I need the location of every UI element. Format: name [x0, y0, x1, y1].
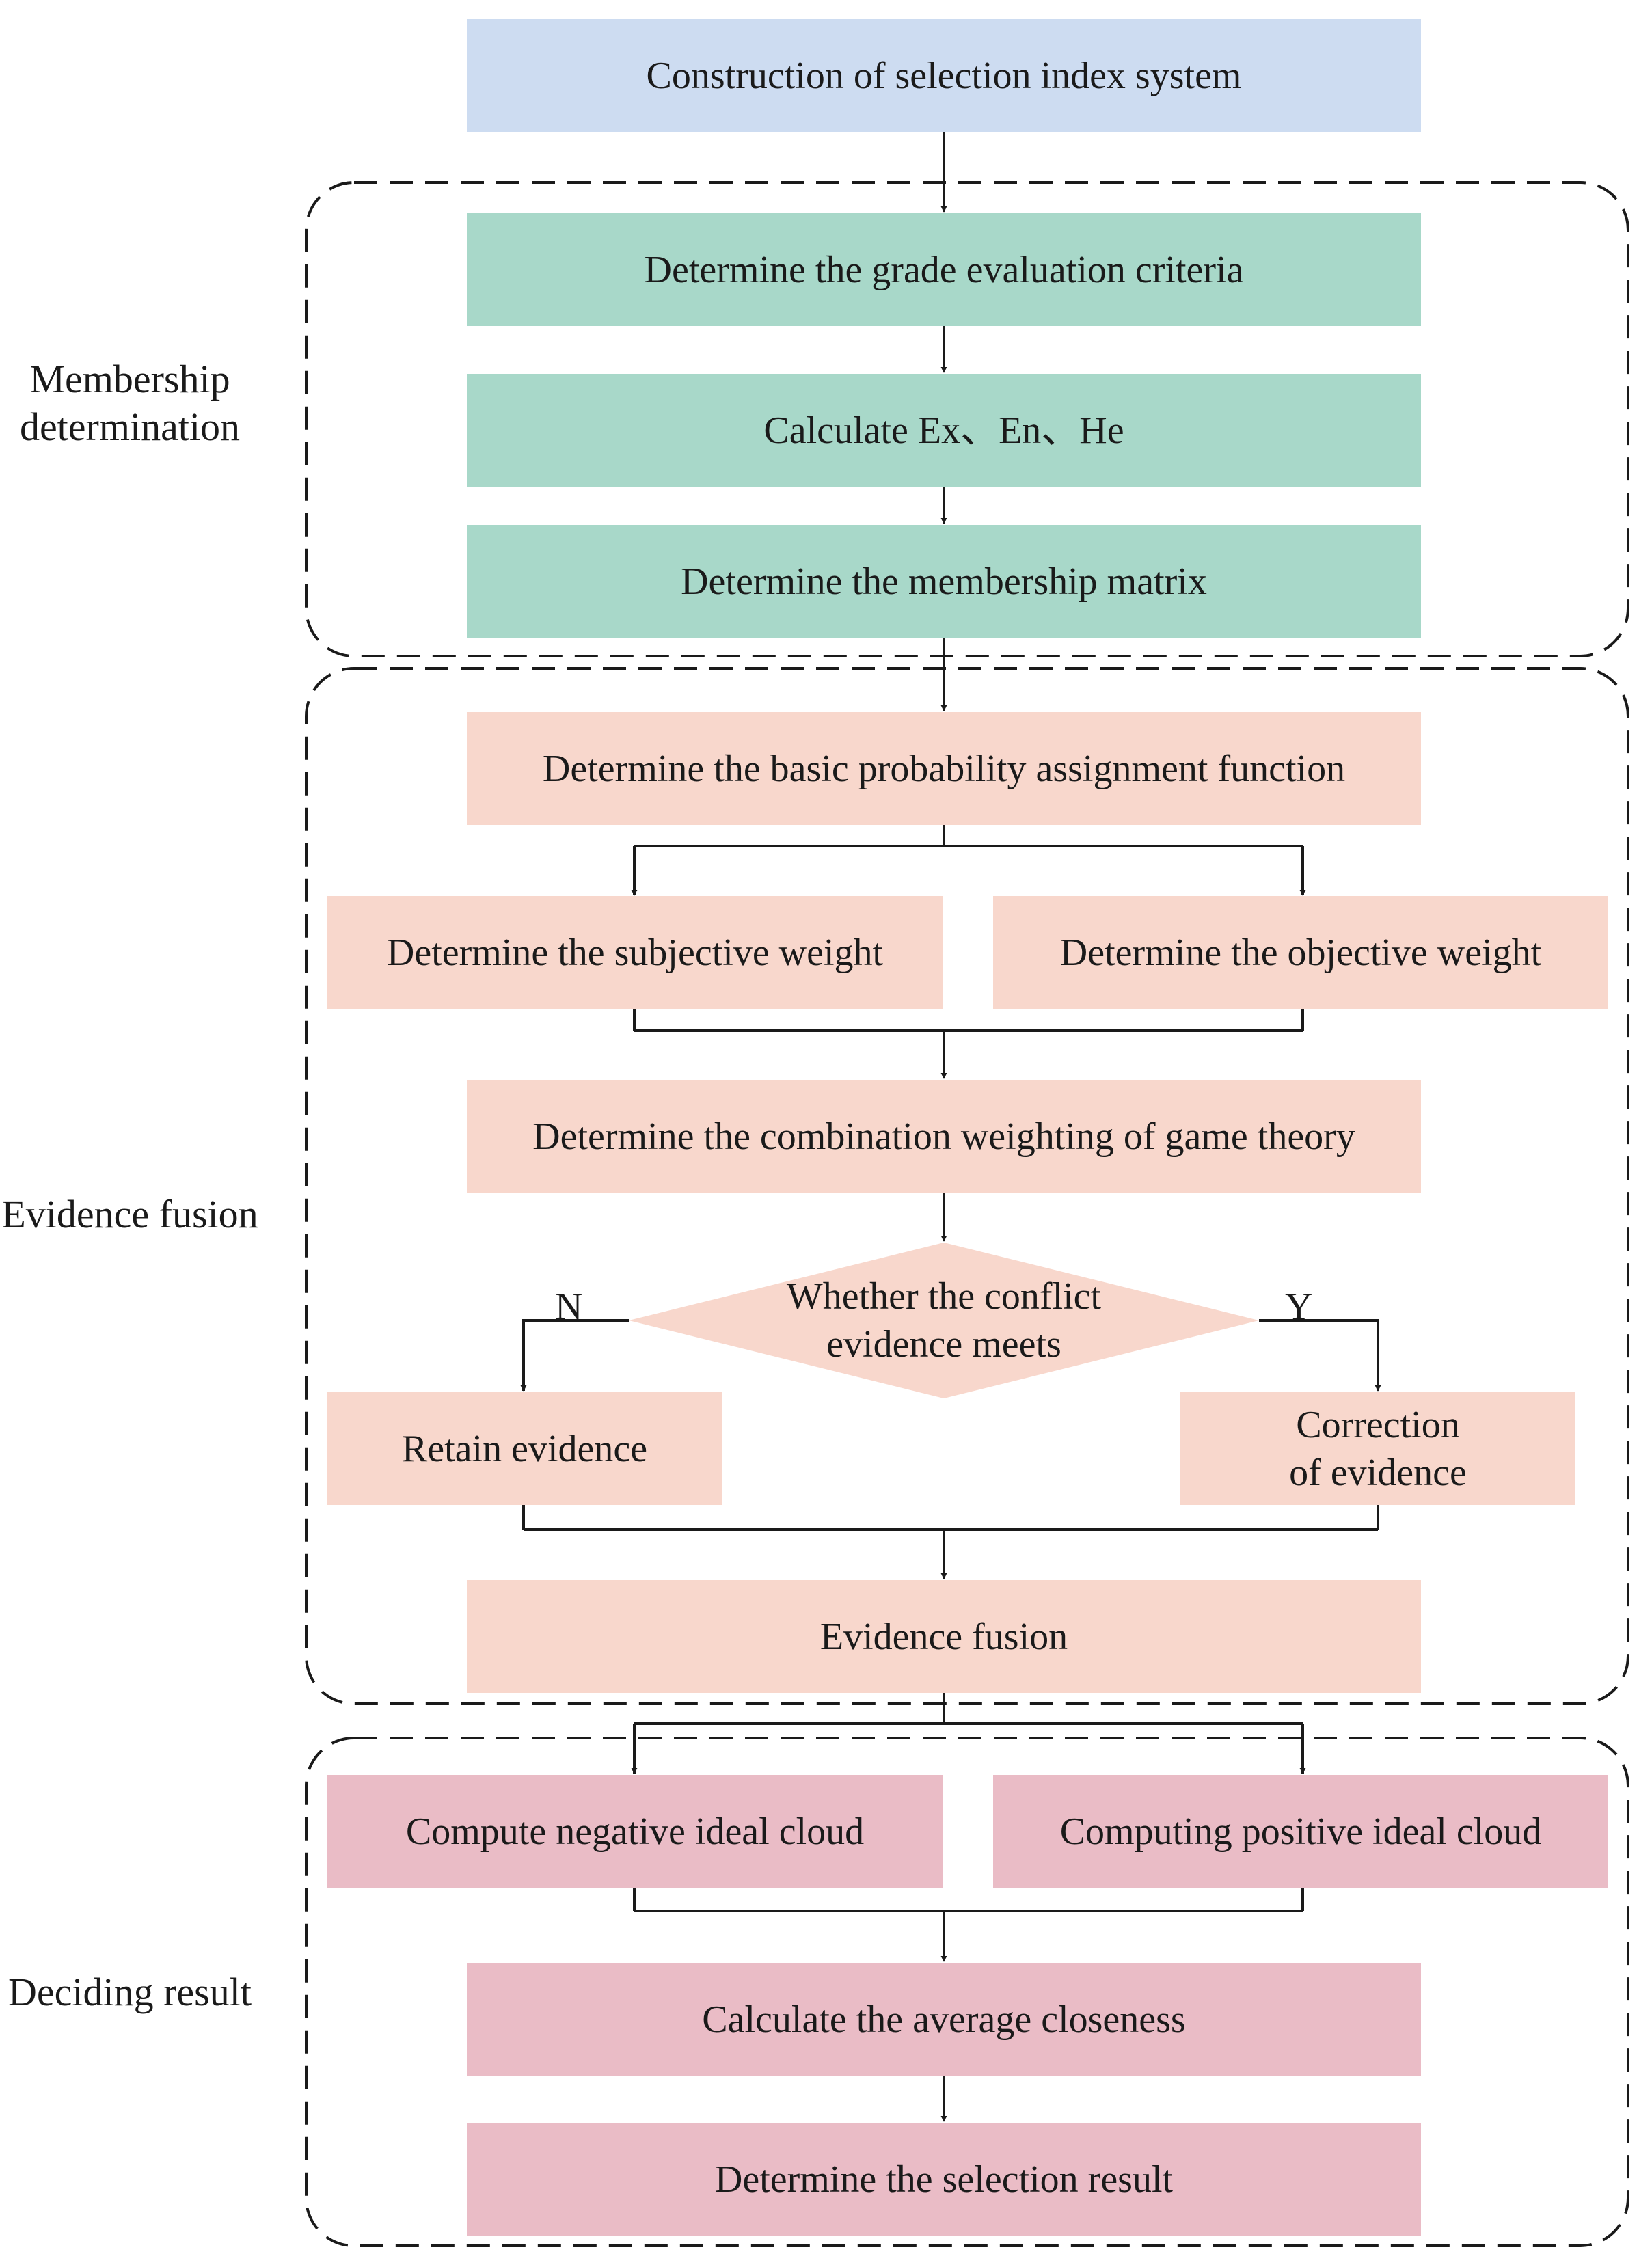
selection-result-node: Determine the selection result: [467, 2123, 1421, 2236]
construction-node: Construction of selection index system: [467, 19, 1421, 132]
membership-section-label: Membership determination: [19, 357, 241, 449]
branch-no-label: N: [555, 1286, 583, 1328]
calc-params-node: Calculate Ex、En、He: [467, 374, 1421, 487]
conflict-decision-label: Whether the conflict evidence meets: [786, 1275, 1102, 1366]
evidence-section-frame: [305, 667, 1629, 1705]
decision-section-frame: [305, 1737, 1629, 2247]
arrow-branch-yes: [1259, 1319, 1381, 1392]
correction-evidence-node: Correction of evidence: [1180, 1392, 1575, 1505]
positive-cloud-node: Computing positive ideal cloud: [993, 1775, 1608, 1888]
membership-section-frame: [305, 181, 1629, 657]
objective-weight-node: Determine the objective weight: [993, 896, 1608, 1009]
membership-matrix-node: Determine the membership matrix: [467, 525, 1421, 638]
average-closeness-node: Calculate the average closeness: [467, 1963, 1421, 2076]
arrow-branch-no: [520, 1319, 629, 1392]
grade-criteria-node: Determine the grade evaluation criteria: [467, 213, 1421, 326]
branch-yes-label: Y: [1285, 1286, 1313, 1328]
subjective-weight-node: Determine the subjective weight: [327, 896, 943, 1009]
bpa-node: Determine the basic probability assignme…: [467, 712, 1421, 825]
conflict-decision-diamond: [629, 1243, 1259, 1398]
combination-weighting-node: Determine the combination weighting of g…: [467, 1080, 1421, 1193]
negative-cloud-node: Compute negative ideal cloud: [327, 1775, 943, 1888]
retain-evidence-node: Retain evidence: [327, 1392, 722, 1505]
decision-section-label: Deciding result: [8, 1970, 252, 2014]
evidence-fusion-node: Evidence fusion: [467, 1580, 1421, 1693]
evidence-section-label: Evidence fusion: [1, 1192, 258, 1236]
